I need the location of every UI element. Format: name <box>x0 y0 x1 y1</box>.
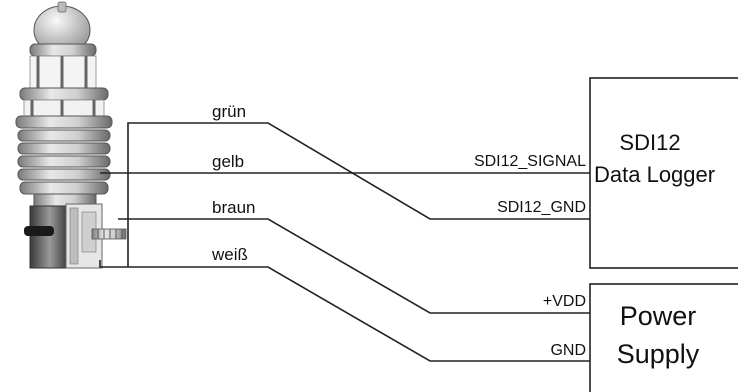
data-logger-subtitle: Data Logger <box>594 162 715 187</box>
wire-weiss <box>99 260 590 362</box>
pin-label-sdi12-gnd: SDI12_GND <box>497 199 586 216</box>
power-supply-box <box>589 283 738 392</box>
weather-sensor-image <box>15 1 127 269</box>
pin-label-sdi12-signal: SDI12_SIGNAL <box>474 153 586 170</box>
wire-label-braun: braun <box>212 198 255 217</box>
power-supply-title: Power <box>620 301 697 331</box>
data-logger-title: SDI12 <box>619 130 680 155</box>
power-supply-subtitle: Supply <box>617 339 700 369</box>
pin-label-vdd: +VDD <box>543 293 586 310</box>
data-logger-box <box>589 77 738 269</box>
wire-gruen <box>127 122 590 267</box>
wire-label-gelb: gelb <box>212 152 244 171</box>
wire-braun <box>118 218 590 314</box>
pin-label-gnd: GND <box>550 342 586 359</box>
wire-label-weiss: weiß <box>211 245 248 264</box>
wire-label-gruen: grün <box>212 102 246 121</box>
